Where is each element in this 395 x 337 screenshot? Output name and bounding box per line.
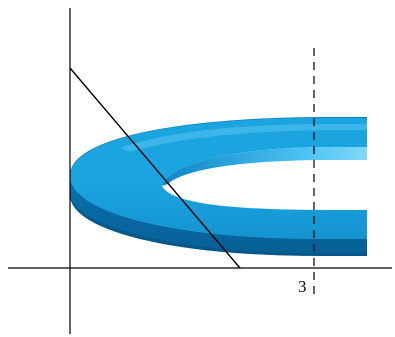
ring-shape bbox=[70, 117, 367, 256]
ring-inner-wall bbox=[162, 147, 367, 186]
x-marker-label: 3 bbox=[298, 277, 307, 296]
ring-highlight bbox=[120, 124, 367, 152]
diagonal-line bbox=[69, 67, 241, 269]
